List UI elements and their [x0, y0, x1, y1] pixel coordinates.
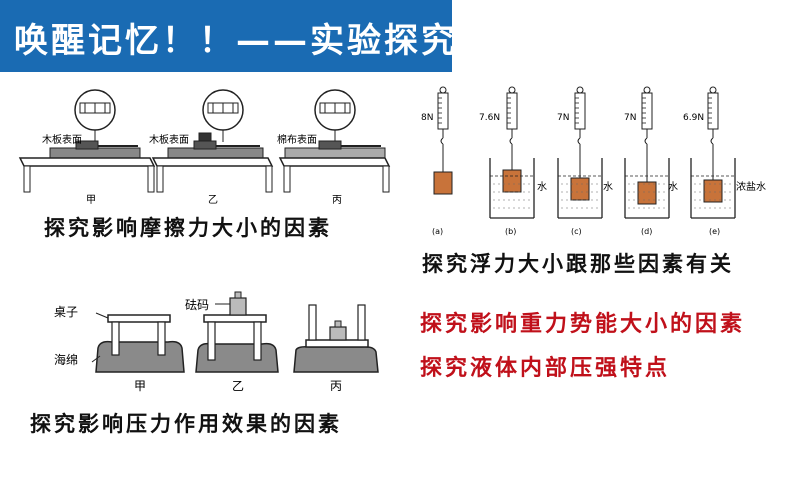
- reading-e: 6.9N: [683, 113, 704, 123]
- sponge-3: [293, 346, 379, 373]
- friction-name-2: 乙: [208, 194, 218, 206]
- block-2: [570, 177, 590, 201]
- weight: [229, 297, 247, 316]
- panel-d: (d): [641, 227, 652, 236]
- friction-name-3: 丙: [332, 195, 342, 206]
- block-4: [703, 179, 723, 203]
- friction-label-2: 木板表面: [149, 133, 189, 146]
- table-label: 桌子: [54, 305, 78, 319]
- liquid-e: 浓盐水: [736, 180, 766, 193]
- friction-setup-3: [278, 89, 391, 193]
- block-3: [637, 181, 657, 205]
- reading-a: 8N: [421, 113, 433, 123]
- friction-caption: 探究影响摩擦力大小的因素: [44, 216, 332, 240]
- potential-energy-caption: 探究影响重力势能大小的因素: [420, 312, 746, 337]
- block-1: [502, 169, 522, 193]
- pressure-name-1: 甲: [134, 379, 146, 393]
- reading-b: 7.6N: [479, 113, 500, 123]
- panel-c: (c): [571, 227, 582, 236]
- liquid-b: 水: [537, 181, 547, 193]
- pressure-setup-2: [195, 291, 279, 373]
- panel-e: (e): [709, 227, 720, 236]
- friction-label-3: 棉布表面: [277, 133, 317, 146]
- banner-title: 唤醒记忆！！——实验探究: [14, 21, 458, 61]
- panel-b: (b): [505, 227, 516, 236]
- reading-d: 7N: [624, 113, 636, 123]
- pressure-name-2: 乙: [232, 379, 244, 393]
- friction-setup-2: [151, 89, 274, 193]
- pressure-setup-3: [293, 304, 379, 373]
- liquid-c: 水: [603, 181, 613, 193]
- pressure-caption: 探究影响压力作用效果的因素: [30, 412, 342, 436]
- sponge-1: [95, 340, 185, 373]
- buoyancy-caption: 探究浮力大小跟那些因素有关: [422, 252, 734, 276]
- pressure-name-3: 丙: [330, 379, 342, 393]
- weight-label: 砝码: [185, 297, 209, 312]
- friction-name-1: 甲: [86, 195, 96, 206]
- liquid-d: 水: [668, 181, 678, 193]
- liquid-pressure-caption: 探究液体内部压强特点: [420, 356, 671, 381]
- friction-setup-1: [18, 89, 156, 193]
- pressure-setup-1: [91, 312, 185, 373]
- panel-a: (a): [432, 227, 443, 236]
- reading-c: 7N: [557, 113, 569, 123]
- title-banner: 唤醒记忆！！——实验探究: [0, 0, 455, 72]
- block-0: [433, 171, 453, 195]
- friction-label-1: 木板表面: [42, 133, 82, 146]
- sponge-label: 海绵: [54, 352, 78, 367]
